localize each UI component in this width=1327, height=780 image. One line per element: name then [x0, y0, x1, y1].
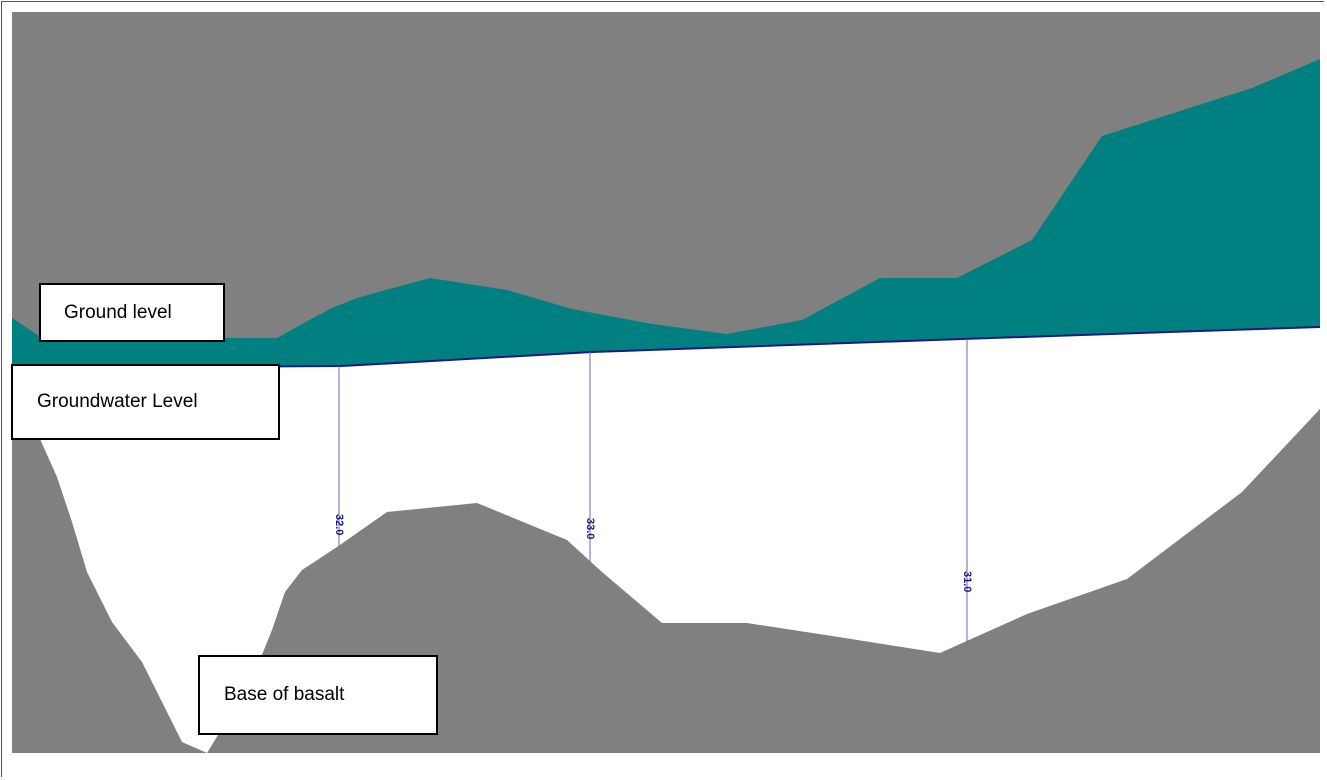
- depth-label-3: 31.0: [961, 571, 973, 592]
- left-margin: [2, 2, 12, 778]
- depth-label-2: 33.0: [584, 518, 596, 539]
- right-margin: [1320, 2, 1325, 778]
- groundwater-level-text: Groundwater Level: [37, 391, 198, 412]
- ground-level-label: Ground level: [39, 283, 225, 342]
- ground-layer: [12, 59, 1320, 368]
- depth-label-1: 32.0: [333, 514, 345, 535]
- bottom-margin: [2, 753, 1325, 778]
- top-margin: [2, 2, 1325, 12]
- base-of-basalt-text: Base of basalt: [224, 684, 345, 705]
- groundwater-level-label: Groundwater Level: [11, 364, 280, 440]
- ground-level-text: Ground level: [64, 301, 172, 323]
- base-of-basalt-label: Base of basalt: [198, 655, 438, 735]
